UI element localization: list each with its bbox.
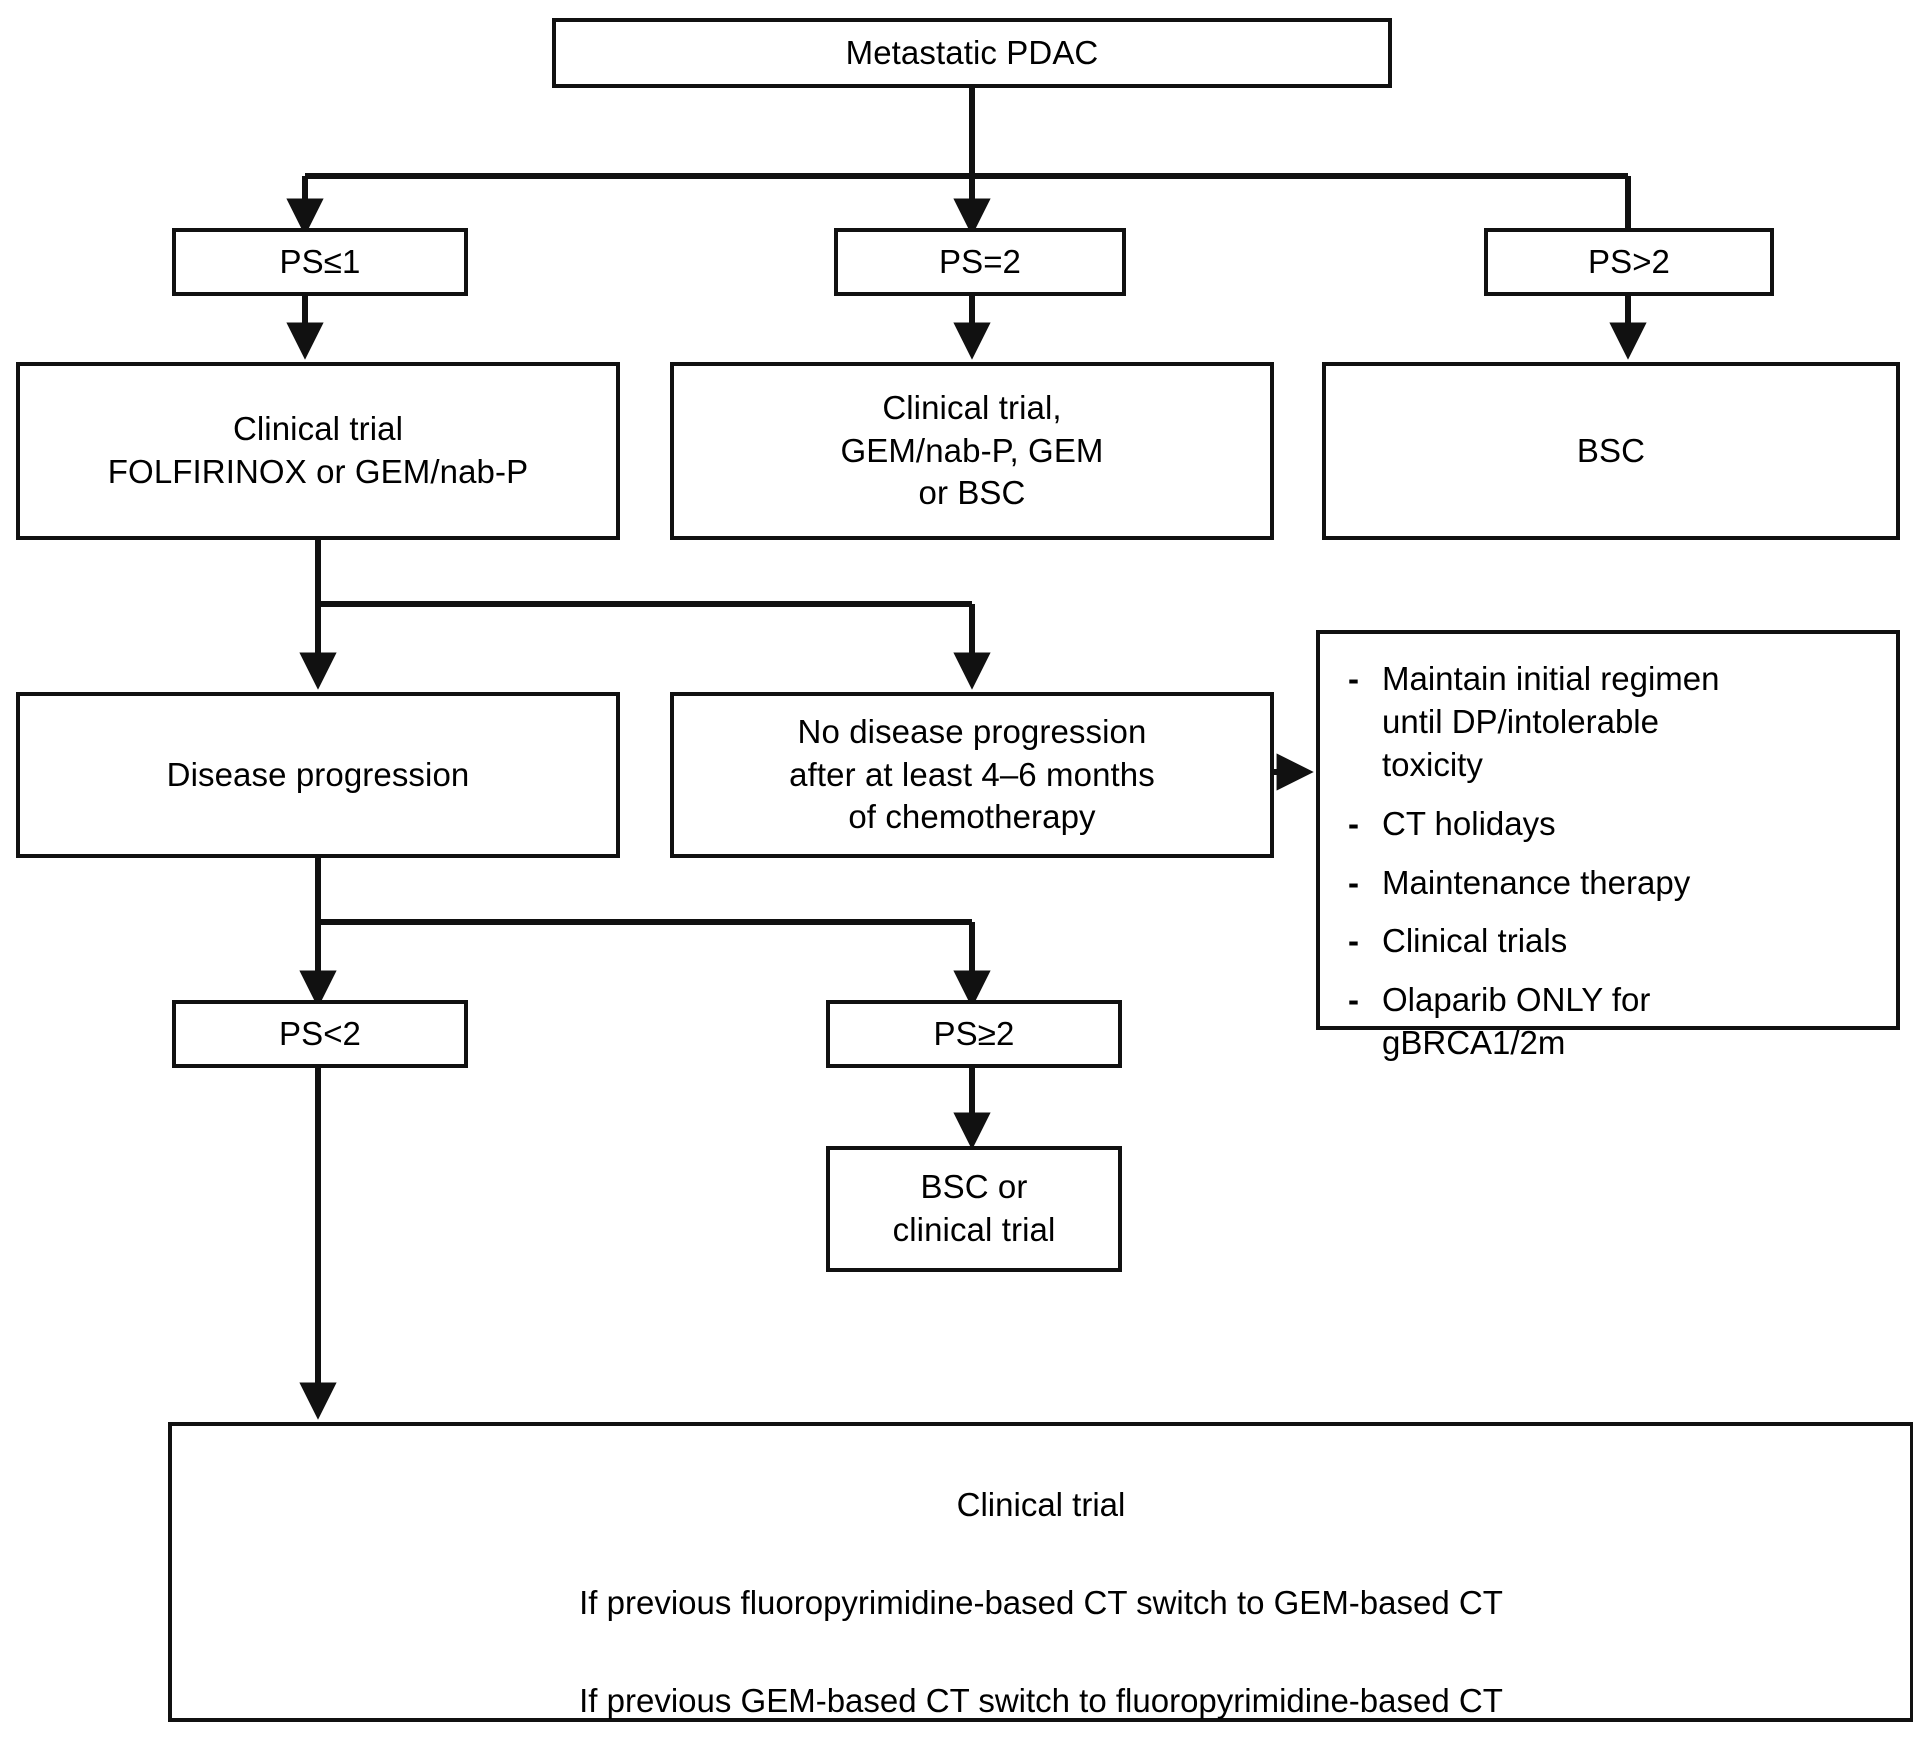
node-treatment-ps-gt-2[interactable]: BSC: [1322, 362, 1900, 540]
bullet-item-text: Maintain initial regimen until DP/intole…: [1382, 660, 1720, 783]
node-ps-le-1-label: PS≤1: [279, 242, 361, 280]
node-bsc-or-clinical-trial[interactable]: BSC or clinical trial: [826, 1146, 1122, 1272]
node-ps-le-1[interactable]: PS≤1: [172, 228, 468, 296]
node-treatment-ps-eq-2-label: Clinical trial, GEM/nab-P, GEM or BSC: [840, 388, 1104, 512]
node-ps-gt-2[interactable]: PS>2: [1484, 228, 1774, 296]
node-maintenance-options[interactable]: - Maintain initial regimen until DP/into…: [1316, 630, 1900, 1061]
bullet-item: - CT holidays: [1348, 803, 1870, 846]
node-ps-eq-2-label: PS=2: [938, 242, 1022, 280]
node-second-line-therapy[interactable]: Clinical trial If previous fluoropyrimid…: [168, 1422, 1913, 1722]
bullet-item-text: Olaparib ONLY for gBRCA1/2m: [1382, 981, 1651, 1062]
node-ps-ge-2[interactable]: PS≥2: [826, 1000, 1122, 1068]
node-disease-progression[interactable]: Disease progression: [16, 692, 620, 858]
bullet-item: - Maintenance therapy: [1348, 862, 1870, 905]
bullet-dash-icon: -: [1348, 804, 1359, 842]
bullet-dash-icon: -: [1348, 922, 1359, 960]
final-line-2: If previous fluoropyrimidine-based CT sw…: [579, 1584, 1503, 1621]
bullet-dash-icon: -: [1348, 660, 1359, 697]
node-no-disease-progression[interactable]: No disease progression after at least 4–…: [670, 692, 1274, 858]
node-treatment-ps-le-1[interactable]: Clinical trial FOLFIRINOX or GEM/nab-P: [16, 362, 620, 540]
final-line-3: If previous GEM-based CT switch to fluor…: [579, 1682, 1503, 1719]
node-ps-ge-2-label: PS≥2: [933, 1014, 1015, 1052]
bullet-item: - Maintain initial regimen until DP/into…: [1348, 658, 1870, 787]
node-ps-eq-2[interactable]: PS=2: [834, 228, 1126, 296]
node-bsc-or-clinical-trial-label: BSC or clinical trial: [892, 1168, 1056, 1248]
bullet-item: - Clinical trials: [1348, 920, 1870, 963]
node-no-disease-progression-label: No disease progression after at least 4–…: [789, 712, 1155, 836]
bullet-dash-icon: -: [1348, 863, 1359, 901]
bullet-dash-icon: -: [1348, 981, 1359, 1019]
node-metastatic-pdac-label: Metastatic PDAC: [845, 33, 1099, 71]
node-treatment-ps-gt-2-label: BSC: [1576, 431, 1646, 469]
bullet-item-text: CT holidays: [1382, 804, 1556, 842]
node-treatment-ps-eq-2[interactable]: Clinical trial, GEM/nab-P, GEM or BSC: [670, 362, 1274, 540]
node-ps-gt-2-label: PS>2: [1587, 242, 1671, 280]
node-disease-progression-label: Disease progression: [166, 755, 470, 793]
bullet-item-text: Clinical trials: [1382, 922, 1568, 960]
node-ps-lt-2-label: PS<2: [278, 1014, 362, 1052]
bullet-item-text: Maintenance therapy: [1382, 863, 1691, 901]
node-metastatic-pdac[interactable]: Metastatic PDAC: [552, 18, 1392, 88]
node-ps-lt-2[interactable]: PS<2: [172, 1000, 468, 1068]
final-line-1: Clinical trial: [956, 1486, 1126, 1523]
bullet-item: - Olaparib ONLY for gBRCA1/2m: [1348, 979, 1870, 1065]
node-treatment-ps-le-1-label: Clinical trial FOLFIRINOX or GEM/nab-P: [107, 410, 529, 490]
